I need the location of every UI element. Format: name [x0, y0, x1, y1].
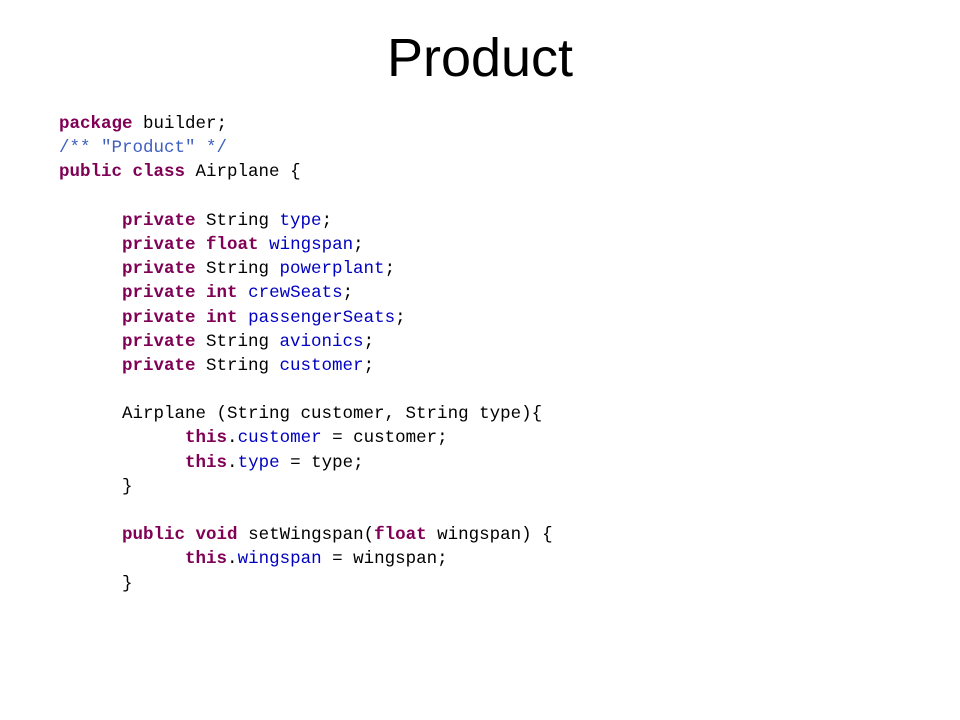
- code-text: = type;: [279, 452, 364, 473]
- code-line: [59, 185, 553, 209]
- code-text: ;: [395, 307, 406, 328]
- code-line: package builder;: [59, 112, 553, 136]
- code-line: private String avionics;: [59, 330, 553, 354]
- code-line: public void setWingspan(float wingspan) …: [59, 523, 553, 547]
- code-text: ;: [363, 355, 375, 376]
- code-text: }: [59, 573, 133, 594]
- code-text: .: [227, 428, 238, 449]
- code-line: }: [59, 475, 553, 499]
- code-line: private float wingspan;: [59, 233, 553, 257]
- code-text: Airplane (String customer, String type){: [59, 404, 543, 425]
- code-keyword: public: [59, 162, 123, 183]
- code-text: = customer;: [321, 428, 448, 449]
- code-text: = wingspan;: [321, 549, 448, 570]
- code-keyword: int: [206, 307, 238, 328]
- code-keyword: private: [122, 355, 196, 376]
- code-text: [59, 283, 122, 303]
- code-field: customer: [237, 428, 322, 449]
- code-keyword: private: [122, 234, 196, 255]
- code-keyword: int: [206, 283, 238, 304]
- code-text: ;: [363, 331, 375, 352]
- code-text: [196, 235, 207, 255]
- code-text: setWingspan(: [237, 525, 375, 546]
- code-text: [196, 308, 207, 328]
- code-text: ;: [321, 210, 333, 231]
- code-keyword: private: [122, 210, 196, 231]
- code-field: avionics: [279, 331, 364, 352]
- code-text: [59, 525, 122, 545]
- code-text: String: [195, 331, 280, 352]
- code-text: Airplane {: [185, 162, 301, 183]
- code-line: Airplane (String customer, String type){: [59, 402, 553, 426]
- code-line: this.wingspan = wingspan;: [59, 547, 553, 571]
- code-text: ;: [384, 259, 396, 280]
- code-text: ;: [353, 234, 364, 255]
- code-line: public class Airplane {: [59, 160, 553, 184]
- code-field: passengerSeats: [248, 307, 396, 328]
- code-text: String: [195, 210, 280, 231]
- code-text: String: [195, 355, 280, 376]
- code-line: private String type;: [59, 209, 553, 233]
- code-text: [59, 308, 122, 328]
- code-field: wingspan: [237, 549, 322, 570]
- code-comment: /** "Product" */: [59, 138, 228, 159]
- code-keyword: private: [122, 259, 196, 280]
- code-listing: package builder;/** "Product" */public c…: [59, 112, 553, 596]
- code-text: String: [195, 259, 280, 280]
- code-keyword: float: [206, 234, 259, 255]
- code-keyword: this: [185, 452, 228, 473]
- code-line: [59, 378, 553, 402]
- code-keyword: this: [185, 428, 228, 449]
- code-line: private String powerplant;: [59, 257, 553, 281]
- code-keyword: float: [374, 525, 427, 546]
- code-text: }: [59, 476, 133, 497]
- code-text: .: [227, 549, 238, 570]
- code-keyword: class: [132, 162, 186, 183]
- code-text: ;: [342, 283, 354, 304]
- code-text: [122, 162, 133, 182]
- code-text: [196, 283, 207, 303]
- code-line: [59, 499, 553, 523]
- code-text: [59, 356, 122, 376]
- code-field: wingspan: [269, 234, 354, 255]
- code-text: [59, 259, 122, 279]
- code-line: /** "Product" */: [59, 136, 553, 160]
- code-line: }: [59, 572, 553, 596]
- code-text: wingspan) {: [426, 525, 553, 546]
- code-text: .: [227, 452, 238, 473]
- code-line: this.customer = customer;: [59, 426, 553, 450]
- code-line: private int crewSeats;: [59, 281, 553, 305]
- code-text: [238, 283, 249, 303]
- code-field: type: [237, 452, 280, 473]
- code-text: [59, 549, 185, 569]
- code-line: private String customer;: [59, 354, 553, 378]
- code-text: [59, 453, 185, 473]
- code-text: [59, 235, 122, 255]
- code-field: crewSeats: [248, 283, 343, 304]
- code-line: private int passengerSeats;: [59, 306, 553, 330]
- code-keyword: private: [122, 331, 196, 352]
- code-text: builder;: [132, 114, 228, 134]
- code-text: [59, 211, 122, 231]
- code-keyword: this: [185, 549, 228, 570]
- code-text: [59, 332, 122, 352]
- code-keyword: package: [59, 114, 133, 134]
- code-keyword: public: [122, 525, 186, 546]
- code-text: [185, 525, 196, 545]
- code-text: [59, 428, 185, 448]
- code-text: [259, 235, 270, 255]
- code-text: [238, 308, 249, 328]
- code-keyword: private: [122, 283, 196, 304]
- code-keyword: private: [122, 307, 196, 328]
- slide-title: Product: [386, 28, 574, 88]
- code-field: type: [279, 210, 322, 231]
- code-field: customer: [279, 355, 364, 376]
- code-line: this.type = type;: [59, 451, 553, 475]
- code-field: powerplant: [279, 259, 385, 280]
- code-keyword: void: [195, 525, 238, 546]
